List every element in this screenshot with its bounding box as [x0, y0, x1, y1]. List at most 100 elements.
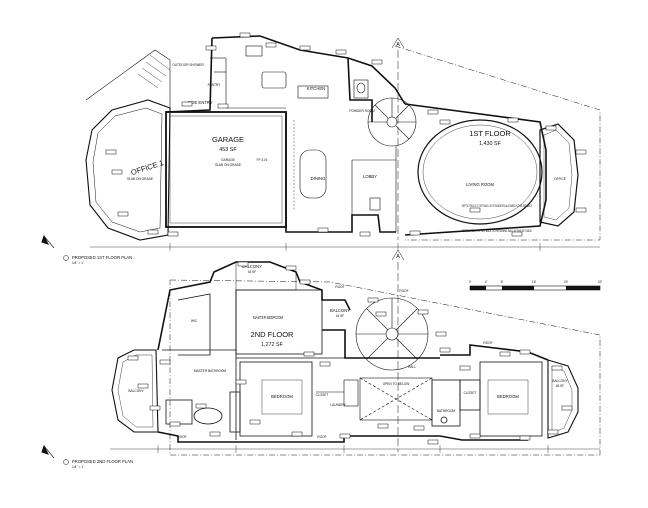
window-tag: [427, 109, 439, 115]
scale-label-2: 8': [501, 280, 504, 284]
window-tag: [511, 231, 523, 237]
window-tag: [575, 149, 587, 155]
window-tag: [265, 42, 277, 48]
spiral-stair-1: [367, 97, 417, 147]
first-floor-plan: [85, 35, 601, 251]
closet-1-label: CLOSET: [316, 393, 329, 397]
setback-note-1: SEPTIC FIELD 5'-0" SET BACK, NO FOUNDATI…: [462, 204, 533, 208]
first-floor-labels: GARAGE 453 SF GARAGE SLAB ON GRADE FF 41…: [63, 63, 566, 265]
spiral-stair-2: [355, 297, 429, 371]
window-tag: [159, 359, 171, 365]
window-tag: [499, 351, 511, 357]
balcony-top-area: 44 SF: [248, 270, 257, 274]
section-cut-a-2: [391, 249, 405, 452]
window-tag: [507, 117, 519, 123]
master-bedroom-walls: [235, 289, 345, 359]
plan-1-scale: 1/4" = 1': [72, 261, 84, 265]
wic-label: WIC: [191, 319, 198, 323]
window-tag: [127, 355, 139, 361]
north-arrow-2: [41, 444, 55, 459]
living-room-wing: [404, 103, 547, 236]
plan-2-title: PROPOSED 2ND FLOOR PLAN: [72, 459, 133, 464]
window-tag: [367, 297, 379, 303]
balcony-left: [111, 349, 159, 433]
first-floor-partitions: [210, 57, 397, 232]
scale-label-4: 24': [564, 280, 569, 284]
master-bedroom-label: MASTER BEDROOM: [253, 315, 283, 320]
window-tag: [299, 279, 311, 285]
master-bath-walls: [162, 290, 241, 440]
roof-lines-2: [169, 279, 601, 456]
window-tag: [317, 227, 329, 233]
garage-title: GARAGE: [212, 135, 244, 144]
window-tag: [359, 231, 371, 237]
section-marker-a-1: A: [396, 42, 400, 48]
second-floor-labels: BALCONY 44 SF BALCONY 44 SF MASTER BEDRO…: [63, 264, 568, 469]
window-tag: [439, 347, 451, 353]
window-tag: [205, 45, 217, 51]
window-tag: [519, 349, 531, 355]
window-tag: [303, 351, 315, 357]
closet-2-label: CLOSET: [464, 391, 477, 395]
scale-bar-labels: 0' 4' 8' 16' 24' 32': [469, 280, 603, 284]
living-room-label: LIVING ROOM: [466, 182, 494, 187]
master-bath-label: MASTER BATHROOM: [194, 369, 227, 373]
window-tag: [459, 365, 471, 371]
balcony-left-label: BALCONY: [128, 389, 144, 393]
balcony-right-label: BALCONY: [552, 379, 568, 383]
window-tag: [519, 435, 531, 441]
window-tag: [149, 405, 161, 411]
window-tag: [235, 379, 247, 385]
bedroom-1-label: BEDROOM: [271, 394, 293, 399]
roof-label-1: ROOF: [335, 285, 344, 289]
garage-slab-label: GARAGE: [221, 158, 235, 162]
office-1-title: OFFICE 1: [130, 158, 165, 177]
section-marker-a-2: A: [396, 254, 400, 260]
dining-table: [293, 120, 327, 210]
window-tag: [181, 101, 193, 107]
window-tag: [285, 265, 297, 271]
window-tag: [195, 403, 207, 409]
property-line-1: [394, 45, 601, 241]
balcony-mid-area: 44 SF: [336, 314, 345, 318]
window-tag: [137, 383, 149, 389]
window-door-tags: [105, 32, 587, 445]
bathroom-label: BATHROOM: [437, 409, 456, 413]
powder-room-label: POWDER ROOM: [349, 109, 374, 113]
window-tag: [217, 103, 229, 109]
second-floor-area: 1,272 SF: [261, 342, 284, 348]
window-tag: [209, 431, 221, 437]
balcony-top: [235, 261, 297, 291]
window-tag: [439, 119, 451, 125]
laundry-label: LAUNDRY: [330, 403, 346, 407]
window-tag: [561, 405, 573, 411]
roof-label-2: ROOF: [399, 289, 408, 293]
balcony-top-label: BALCONY: [242, 264, 262, 269]
roof-label-5: ROOF: [317, 435, 326, 439]
window-tag: [249, 419, 261, 425]
scale-label-3: 16': [532, 280, 537, 284]
window-tag: [427, 439, 439, 445]
window-tag: [335, 49, 347, 55]
bedroom-2-label: BEDROOM: [497, 394, 519, 399]
kitchen-label: KITCHEN: [307, 86, 325, 91]
window-tag: [339, 433, 351, 439]
bedroom-2-walls: [479, 361, 543, 437]
graphic-scale-bar: [469, 285, 601, 291]
window-tag: [111, 169, 123, 175]
window-tag: [237, 261, 249, 267]
office-right-wing: [539, 123, 579, 227]
plan-2-scale: 1/4" = 1': [72, 465, 84, 469]
window-tag: [545, 125, 557, 131]
window-tag: [117, 211, 129, 217]
garage-walls: [165, 111, 287, 228]
window-tag: [105, 149, 117, 155]
outdoor-shower-label: OUTDOOR SHOWER: [172, 63, 204, 67]
scale-label-5: 32': [598, 280, 603, 284]
office-1-note: SLAB ON GRADE: [127, 177, 153, 181]
window-tag: [167, 231, 179, 237]
scale-label-1: 4': [485, 280, 488, 284]
roof-label-3: ROOF: [483, 341, 492, 345]
window-tag: [575, 207, 587, 213]
garage-slab-note: SLAB ON GRADE: [215, 163, 241, 167]
